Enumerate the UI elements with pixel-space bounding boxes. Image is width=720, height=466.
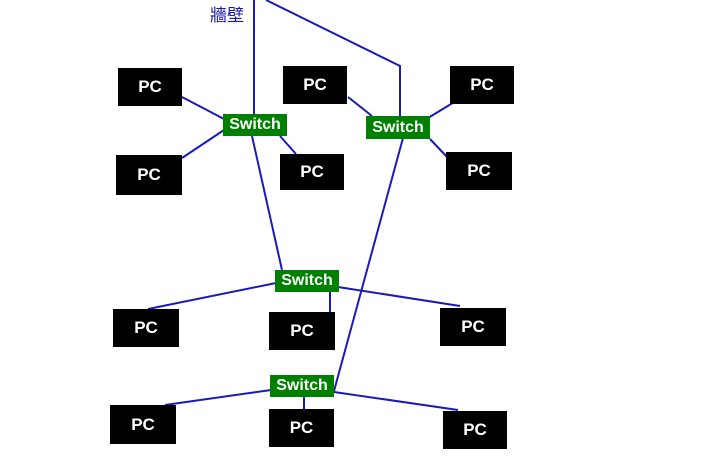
pc-5: PC (450, 66, 514, 104)
pc-8: PC (269, 312, 335, 350)
pc-11: PC (269, 409, 334, 447)
link-switch-c-pc-9 (337, 286, 461, 307)
switch-d: Switch (270, 375, 334, 397)
link-switch-a-pc-1 (181, 96, 225, 120)
pc-1: PC (118, 68, 182, 106)
switch-b: Switch (366, 116, 430, 139)
link-wall-switch-b (265, 0, 401, 116)
link-switch-b-pc-4 (347, 96, 373, 117)
link-switch-d-pc-10 (164, 389, 272, 406)
pc-2: PC (116, 155, 182, 195)
link-switch-b-pc-6 (429, 138, 449, 159)
pc-6: PC (446, 152, 512, 190)
switch-a: Switch (223, 114, 287, 136)
wall-label: 牆壁 (210, 6, 244, 26)
link-switch-b-switch-d (333, 137, 404, 392)
pc-4: PC (283, 66, 347, 104)
link-switch-d-pc-12 (333, 391, 459, 411)
link-switch-a-pc-2 (181, 129, 225, 159)
pc-10: PC (110, 405, 176, 444)
pc-12: PC (443, 411, 507, 449)
switch-c: Switch (275, 270, 339, 292)
link-switch-a-pc-3 (279, 135, 297, 155)
link-switch-c-pc-7 (147, 282, 277, 310)
link-switch-a-switch-c (251, 135, 283, 271)
pc-9: PC (440, 308, 506, 346)
pc-7: PC (113, 309, 179, 347)
pc-3: PC (280, 154, 344, 190)
